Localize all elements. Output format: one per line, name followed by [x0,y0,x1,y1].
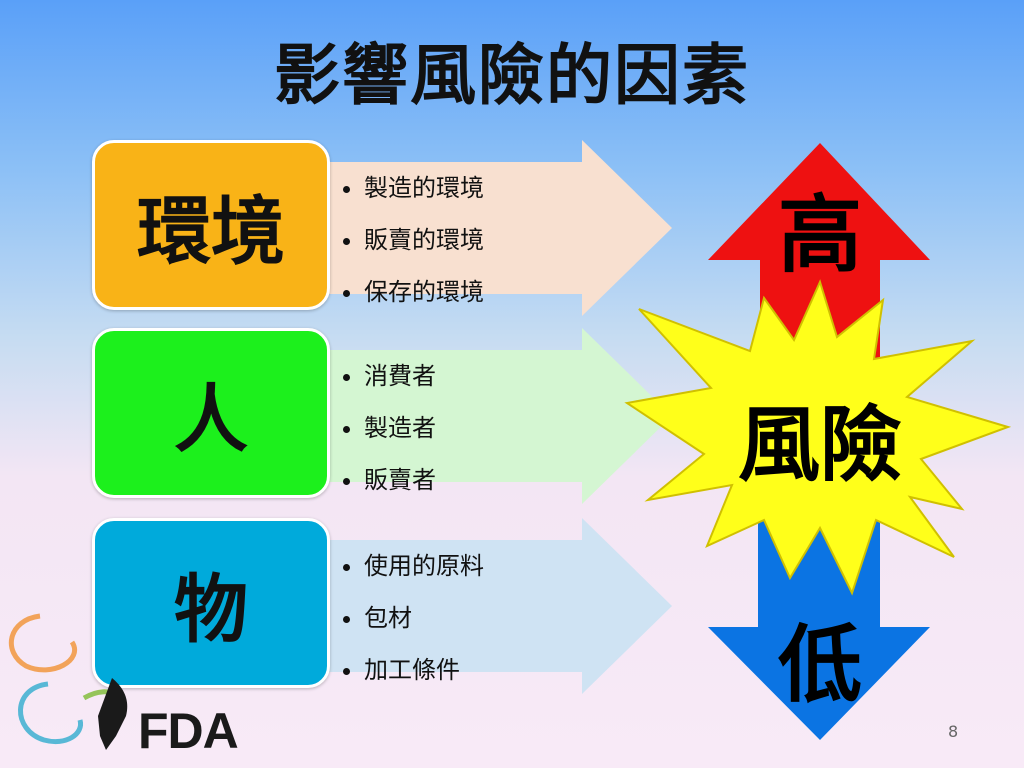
list-item: 消費者 [364,350,436,402]
factor-box-environment: 環境 [92,140,330,310]
risk-graphic [624,143,1012,740]
list-item: 製造的環境 [364,162,484,214]
fda-logo-graphic [8,613,128,750]
factor-row-materials: 物 使用的原料 包材 加工條件 [92,518,692,694]
factor-arrow [242,328,672,504]
list-item: 保存的環境 [364,266,484,318]
risk-starburst [624,279,1012,596]
factor-row-people: 人 消費者 製造者 販賣者 [92,328,692,504]
risk-high-label: 高 [777,186,862,284]
list-item: 製造者 [364,402,436,454]
page-number: 8 [948,722,959,741]
factor-box-people: 人 [92,328,330,498]
factor-arrow [242,518,672,694]
fda-logo-text: FDA [138,703,239,759]
list-item: 加工條件 [364,644,484,696]
list-item: 使用的原料 [364,540,484,592]
factor-list-environment: 製造的環境 販賣的環境 保存的環境 [342,162,484,318]
list-item: 包材 [364,592,484,644]
slide-title: 影響風險的因素 [274,37,750,114]
factor-row-environment: 環境 製造的環境 販賣的環境 保存的環境 [92,140,692,316]
list-item: 販賣的環境 [364,214,484,266]
risk-center-label: 風險 [737,398,902,493]
factor-arrow [242,140,672,316]
risk-low-label: 低 [777,616,862,714]
list-item: 販賣者 [364,454,436,506]
factor-list-people: 消費者 製造者 販賣者 [342,350,436,506]
factor-list-materials: 使用的原料 包材 加工條件 [342,540,484,696]
factor-box-materials: 物 [92,518,330,688]
low-arrow-down [708,465,930,740]
